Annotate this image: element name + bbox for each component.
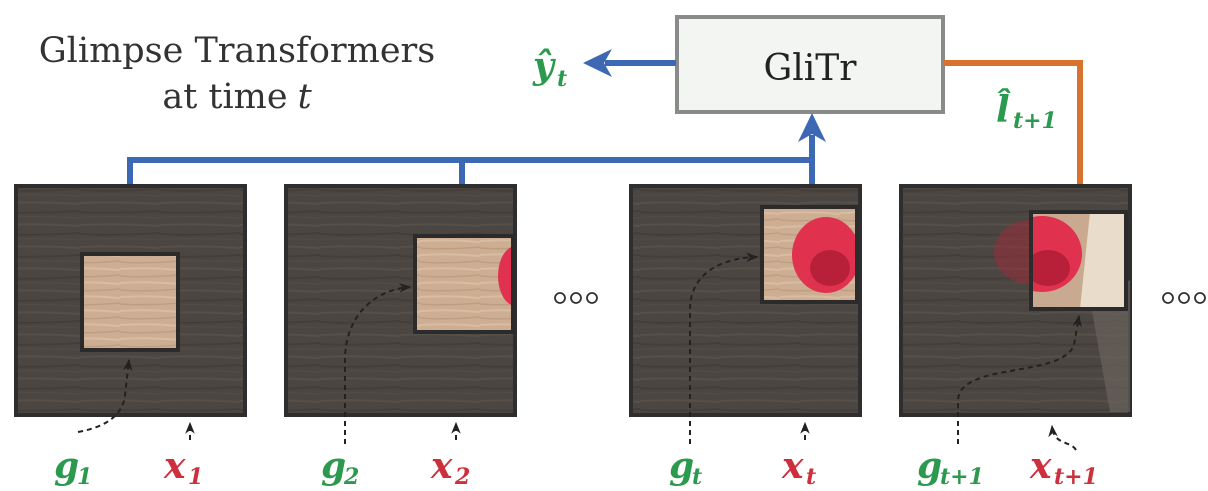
glimpse-t1-subscript: t+1	[940, 464, 984, 490]
glimpse-4-light-region	[1080, 212, 1126, 309]
glimpse-1-location-arrow	[77, 358, 133, 433]
glimpse-4-patch	[1031, 212, 1126, 309]
ellipsis-dot	[1194, 292, 1206, 304]
diagram-title-line1: Glimpse Transformers	[39, 31, 436, 71]
title-time-variable: t	[298, 77, 313, 117]
frame-t1-input-arrow	[1048, 424, 1077, 451]
model-label: GliTr	[763, 48, 857, 89]
ellipsis-dot	[554, 292, 566, 304]
glimpse-2-border	[413, 234, 515, 334]
ellipsis-dot	[1162, 292, 1174, 304]
prediction-subscript: t	[557, 66, 567, 92]
frame-t-subscript: t	[806, 464, 816, 490]
glimpse-t1-location-arrow	[957, 314, 1082, 444]
location-arrow-line	[944, 60, 1083, 192]
next-location-subscript: t+1	[1013, 108, 1057, 134]
frame-4-light-region	[1090, 280, 1130, 412]
ellipsis-dot	[570, 292, 582, 304]
glimpse-t1-label: g	[917, 445, 942, 487]
ellipsis-dots-icon	[1162, 292, 1206, 304]
model-box	[675, 15, 945, 114]
ellipsis-dot	[1178, 292, 1190, 304]
prediction-arrowhead-icon	[583, 49, 612, 77]
frame-3	[629, 184, 862, 417]
glimpse-1-subscript: 1	[77, 464, 92, 490]
frame-4	[899, 184, 1132, 417]
glimpse-t-label: g	[669, 445, 694, 487]
prediction-symbol: ŷ	[532, 45, 556, 87]
frame-t-label: x	[781, 445, 804, 487]
frame-2-label: x	[430, 445, 453, 487]
frame-t1-subscript: t+1	[1054, 464, 1098, 490]
glimpse-1-label: g	[54, 445, 79, 487]
glimpse-1-patch	[80, 252, 180, 352]
frame-1-label: x	[163, 445, 186, 487]
model-input-arrowhead-icon	[798, 113, 826, 142]
next-location-symbol: l̂	[996, 88, 1012, 131]
glimpse-4-border	[1029, 210, 1128, 311]
glimpse-3-cup-inner	[810, 250, 850, 286]
frame-1-subscript: 1	[188, 464, 203, 490]
diagram-title-line2: at time t	[162, 77, 312, 117]
frame-2	[284, 184, 517, 417]
glimpse-t-subscript: t	[692, 464, 702, 490]
ellipsis-dots-icon	[554, 292, 598, 304]
glimpse-2-patch	[415, 236, 513, 332]
glimpse-4-cup-inner	[1031, 250, 1070, 286]
glimpse-3-border	[760, 205, 859, 304]
frame-1	[14, 184, 247, 417]
glimpse-3-patch	[762, 207, 857, 302]
frame-2-subscript: 2	[454, 464, 470, 490]
frame-t1-label: x	[1029, 445, 1052, 487]
glimpse-2-cup	[498, 246, 513, 306]
ellipsis-dot	[586, 292, 598, 304]
title-line2-text: at time	[162, 77, 287, 117]
glimpse-t-location-arrow	[689, 252, 759, 444]
glimpse-2-label: g	[321, 445, 346, 487]
glimpse-2-subscript: 2	[343, 464, 359, 490]
